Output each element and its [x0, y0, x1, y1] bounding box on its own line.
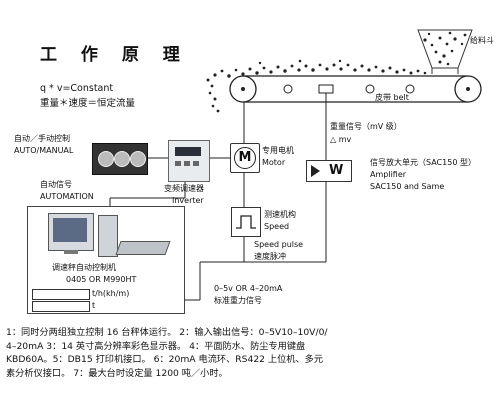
- total-readout-box: [32, 301, 90, 312]
- inverter-display: [175, 147, 201, 156]
- page-title: 工 作 原 理: [40, 45, 189, 65]
- amplifier-label-en1: Amplifier: [370, 170, 407, 179]
- monitor-icon: [48, 213, 94, 251]
- speed-pulse-cn: 速度脉冲: [254, 252, 286, 261]
- manual-label-cn: 自动／手动控制: [14, 134, 70, 143]
- delta-mv-label: △ mv: [330, 135, 352, 144]
- amplifier-label-cn: 信号放大单元（SAC150 型）: [370, 158, 476, 167]
- amplifier-label-en2: SAC150 and Same: [370, 182, 445, 191]
- rate-readout-unit: t/h(kh/m): [92, 289, 130, 298]
- inverter-label-en: Inverter: [172, 196, 204, 205]
- amplifier-triangle-icon: [311, 165, 320, 177]
- hopper: [417, 29, 473, 74]
- automation-label-en: AUTOMATION: [40, 192, 94, 201]
- amplifier-symbol: W: [329, 163, 344, 178]
- knob-1-icon[interactable]: [98, 151, 114, 167]
- controller-label-cn: 调速秤自动控制机: [52, 263, 116, 272]
- standard-signal-cn: 标准重力信号: [214, 296, 262, 305]
- formula-english: q * v=Constant: [40, 83, 114, 94]
- note-line-2: 4–20mA 3：14 英寸高分辨率彩色显示器。 4：平面防水、防尘专用键盘: [6, 340, 306, 352]
- belt-conveyor: [229, 75, 482, 120]
- belt-label: 皮带 belt: [375, 93, 409, 102]
- speed-label-en: Speed: [264, 222, 290, 231]
- speed-label-cn: 测速机构: [264, 210, 296, 219]
- speed-pulse-en: Speed pulse: [254, 240, 304, 249]
- knob-2-icon[interactable]: [114, 151, 130, 167]
- motor-box: M: [230, 143, 260, 173]
- total-readout-unit: t: [92, 301, 96, 310]
- motor-label-cn: 专用电机: [262, 146, 294, 155]
- note-line-3: KBD60A。5：DB15 打印机接口。 6：20mA 电流环、RS422 上位…: [6, 354, 324, 365]
- motor-symbol: M: [234, 147, 256, 169]
- note-line-1: 1：同时分两组独立控制 16 台秤体运行。 2：输入输出信号：0–5V10–10…: [6, 327, 328, 338]
- keyboard-icon: [115, 241, 171, 255]
- speed-sensor-box: [231, 207, 261, 237]
- inverter-label-cn: 变频调速器: [164, 184, 204, 193]
- knob-3-icon[interactable]: [130, 151, 146, 167]
- control-knob-panel: [92, 143, 148, 175]
- weight-signal-label: 重量信号（mV 级）: [330, 122, 402, 131]
- note-line-4: 素分析仪接口。 7：最大台时设定量 1200 吨／小时。: [6, 367, 228, 379]
- controller-panel: 调速秤自动控制机 0405 OR M990HT t/h(kh/m) t: [27, 206, 185, 314]
- inverter-device: [168, 140, 210, 182]
- hopper-label: 给料斗: [470, 36, 494, 45]
- automation-label-cn: 自动信号: [40, 180, 72, 189]
- controller-model: 0405 OR M990HT: [66, 275, 137, 284]
- manual-label-en: AUTO/MANUAL: [14, 146, 74, 155]
- rate-readout-box: [32, 289, 90, 300]
- feature-notes: 1：同时分两组独立控制 16 台秤体运行。 2：输入输出信号：0–5V10–10…: [6, 326, 496, 380]
- amplifier-box: W: [306, 160, 352, 182]
- formula-chinese: 重量＊速度＝恒定流量: [40, 98, 136, 109]
- material-particles: [206, 59, 427, 113]
- standard-signal-label: 0–5v OR 4–20mA: [214, 284, 283, 293]
- computer-tower-icon: [98, 215, 118, 257]
- pulse-icon: [236, 215, 256, 229]
- motor-label-en: Motor: [262, 158, 286, 167]
